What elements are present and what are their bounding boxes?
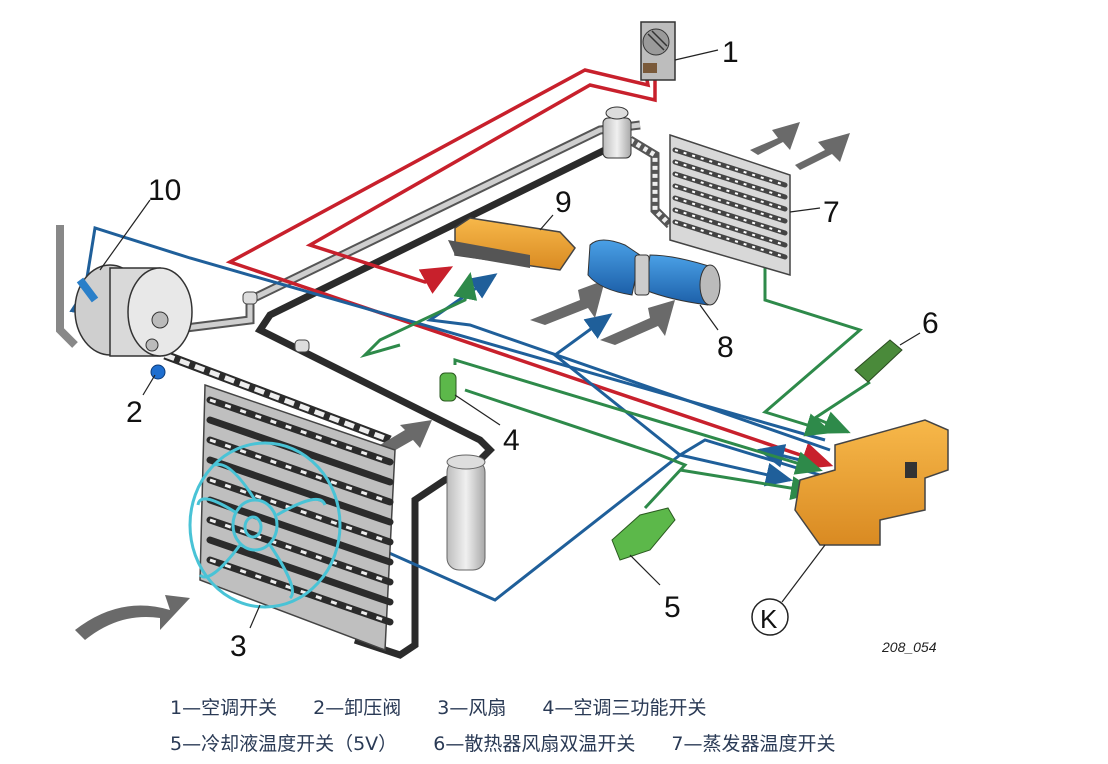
- pressure-port: [294, 339, 310, 353]
- blue-wire: [69, 226, 826, 442]
- legend-item-6: 6—散热器风扇双温开关: [433, 733, 636, 755]
- callout-3: 3: [230, 630, 247, 663]
- green-wires: [359, 215, 871, 510]
- connector-k: [751, 419, 949, 636]
- callout-10: 10: [148, 174, 181, 207]
- green-wire: [464, 388, 688, 510]
- evaporator: [669, 133, 791, 276]
- green-wire: [453, 357, 823, 475]
- green-wire: [811, 380, 871, 434]
- legend-row-1: 1—空调开关 2—卸压阀 3—风扇 4—空调三功能开关: [170, 690, 1100, 726]
- leader-lines: [99, 49, 921, 629]
- pressure-relief-valve: [150, 364, 166, 380]
- expansion-valve: [602, 106, 632, 159]
- green-wire: [359, 272, 478, 359]
- callout-8: 8: [717, 331, 734, 364]
- airflow-arrow: [530, 280, 605, 325]
- ac-switch: [640, 21, 676, 81]
- ac-system-diagram: 1 2 3 4 5 6 7 8 9 10 K 208_054: [56, 21, 949, 663]
- red-wire: [305, 75, 657, 294]
- legend-item-4: 4—空调三功能开关: [542, 697, 707, 719]
- airflow-arrow: [795, 133, 850, 170]
- control-unit: [448, 217, 576, 271]
- airflow-arrows: [75, 122, 850, 640]
- legend: 1—空调开关 2—卸压阀 3—风扇 4—空调三功能开关 5—冷却液温度开关（5V…: [170, 690, 1100, 762]
- evaporator-pipe: [627, 136, 674, 229]
- condenser: [199, 383, 396, 652]
- dual-temp-switch: [854, 339, 903, 383]
- legend-item-2: 2—卸压阀: [313, 697, 402, 719]
- evaporator-pipe-inner: [628, 137, 672, 227]
- callout-6: 6: [922, 307, 939, 340]
- radiator-fan: [188, 441, 342, 609]
- coolant-temp-switch: [611, 507, 676, 561]
- blue-wire: [757, 444, 801, 468]
- legend-item-3: 3—风扇: [437, 697, 507, 719]
- suction-line: [169, 120, 641, 335]
- callout-2: 2: [126, 396, 143, 429]
- legend-item-7: 7—蒸发器温度开关: [671, 733, 836, 755]
- airflow-arrow: [75, 595, 190, 640]
- green-wire: [679, 468, 818, 500]
- airflow-arrow: [600, 300, 675, 345]
- legend-row-2: 5—冷却液温度开关（5V） 6—散热器风扇双温开关 7—蒸发器温度开关: [170, 726, 1100, 762]
- callout-1: 1: [722, 36, 739, 69]
- airflow-arrow: [380, 420, 432, 452]
- compressor: [56, 225, 193, 380]
- blower-motor: [587, 239, 721, 306]
- triple-function-switch: [439, 372, 457, 402]
- discharge-line-inner: [164, 352, 391, 443]
- legend-item-5: 5—冷却液温度开关（5V）: [170, 733, 398, 755]
- callout-7: 7: [823, 196, 840, 229]
- callout-4: 4: [503, 424, 520, 457]
- legend-item-1: 1—空调开关: [170, 697, 278, 719]
- blue-wire: [359, 453, 793, 602]
- figure-id: 208_054: [881, 639, 937, 655]
- green-wire: [761, 215, 864, 437]
- pressure-port: [242, 291, 258, 305]
- callout-k: K: [760, 604, 778, 634]
- callout-5: 5: [664, 591, 681, 624]
- receiver-drier: [446, 454, 486, 571]
- callout-9: 9: [555, 186, 572, 219]
- airflow-arrow: [750, 122, 800, 155]
- blue-wire: [552, 313, 821, 477]
